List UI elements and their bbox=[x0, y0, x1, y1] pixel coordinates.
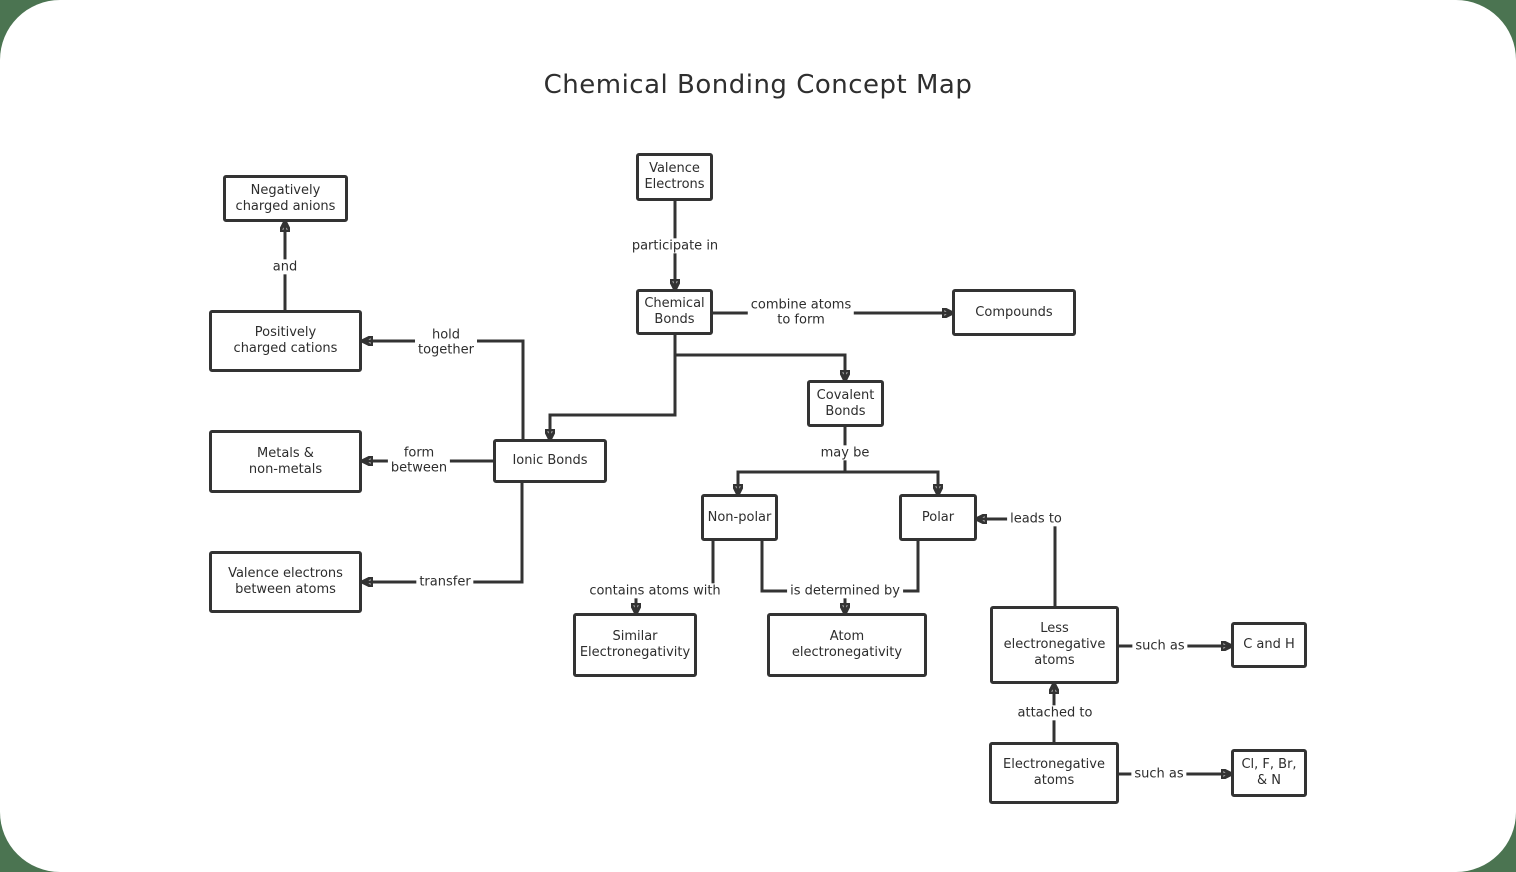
edge-chemical-to-covalent bbox=[675, 353, 845, 380]
edge-contains-atoms-with bbox=[636, 541, 715, 613]
node-compounds[interactable]: Compounds bbox=[952, 289, 1076, 336]
edge-label-such-as-upper: such as bbox=[1132, 638, 1188, 654]
node-ionic-bonds[interactable]: Ionic Bonds bbox=[493, 439, 607, 483]
node-c-and-h[interactable]: C and H bbox=[1231, 622, 1307, 668]
node-less-electronegative-atoms[interactable]: Less electronegative atoms bbox=[990, 606, 1119, 684]
node-valence-electrons[interactable]: Valence Electrons bbox=[636, 153, 713, 201]
node-positively-charged-cations[interactable]: Positively charged cations bbox=[209, 310, 362, 372]
edge-label-participate-in: participate in bbox=[628, 238, 722, 254]
edge-leads-to bbox=[977, 519, 1057, 606]
node-negatively-charged-anions[interactable]: Negatively charged anions bbox=[223, 175, 348, 222]
node-atom-electronegativity[interactable]: Atom electronegativity bbox=[767, 613, 927, 677]
node-non-polar[interactable]: Non-polar bbox=[701, 494, 778, 541]
node-similar-electronegativity[interactable]: Similar Electronegativity bbox=[573, 613, 697, 677]
edge-label-form-between: form between bbox=[387, 445, 451, 477]
edge-label-may-be: may be bbox=[817, 445, 873, 461]
node-polar[interactable]: Polar bbox=[899, 494, 977, 541]
edge-chemical-to-ionic bbox=[550, 335, 677, 439]
edge-label-transfer: transfer bbox=[416, 574, 474, 590]
edge-label-leads-to: leads to bbox=[1007, 511, 1065, 527]
edge-may-be-to-polar bbox=[845, 470, 938, 494]
node-electronegative-atoms[interactable]: Electronegative atoms bbox=[989, 742, 1119, 804]
edge-label-such-as-lower: such as bbox=[1131, 766, 1187, 782]
diagram-title: Chemical Bonding Concept Map bbox=[543, 70, 973, 100]
edge-label-and: and bbox=[269, 259, 301, 275]
node-covalent-bonds[interactable]: Covalent Bonds bbox=[807, 380, 884, 427]
edge-label-contains-atoms-with: contains atoms with bbox=[586, 583, 724, 599]
edge-transfer bbox=[363, 483, 524, 582]
node-chemical-bonds[interactable]: Chemical Bonds bbox=[636, 289, 713, 335]
edge-label-attached-to: attached to bbox=[1014, 705, 1096, 721]
edge-label-is-determined-by: is determined by bbox=[787, 583, 903, 599]
node-valence-electrons-between-atoms[interactable]: Valence electrons between atoms bbox=[209, 551, 362, 613]
node-cl-f-br-n[interactable]: Cl, F, Br, & N bbox=[1231, 749, 1307, 797]
node-metals-non-metals[interactable]: Metals & non-metals bbox=[209, 430, 362, 493]
edge-label-hold-together: hold together bbox=[415, 327, 477, 359]
edge-may-be-to-nonpolar bbox=[738, 470, 845, 494]
edge-label-combine-atoms-to-form: combine atoms to form bbox=[747, 297, 855, 329]
